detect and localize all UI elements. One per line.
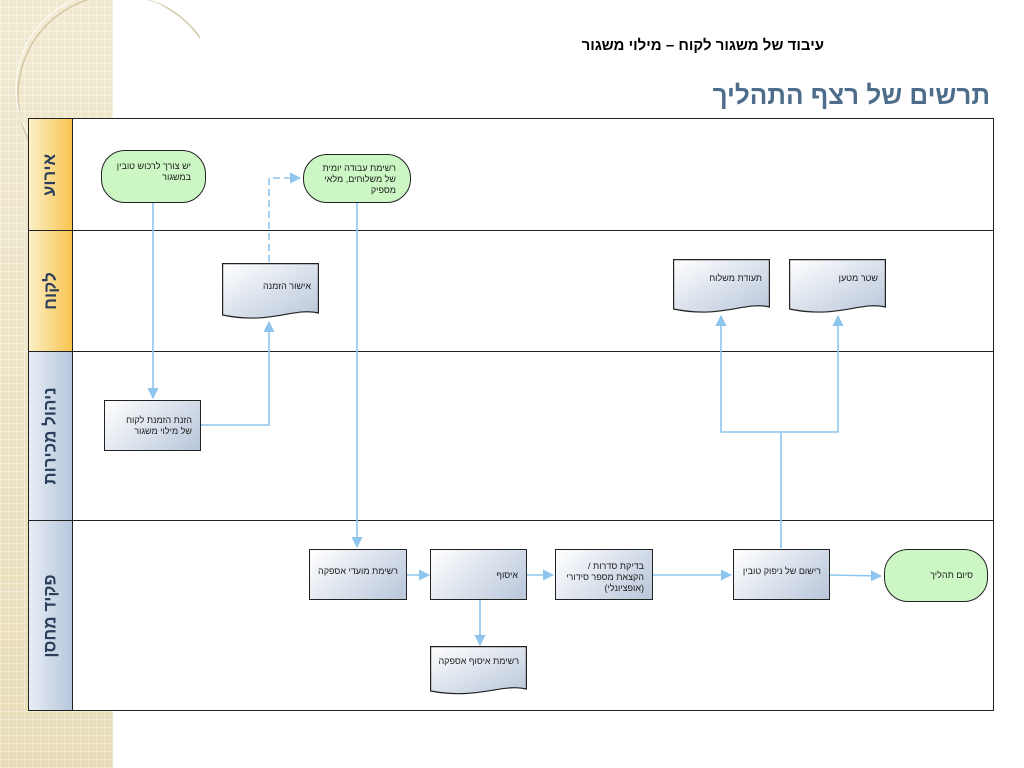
worklist-event-node: רשימת עבודה יומית של משלוחים, מלאי מספיק [303, 154, 411, 203]
node-label: רשימת מועדי אספקה [318, 566, 398, 576]
enter-order-process: הזנת הזמנת לקוח של מילוי משגור [104, 400, 201, 451]
post-goods-issue-process: רישום של ניפוק טובין [733, 549, 830, 600]
node-label: שטר מטען [838, 273, 878, 283]
node-label: רשימת עבודה יומית של משלוחים, מלאי מספיק [322, 163, 396, 195]
flow-arrow [715, 314, 782, 548]
lane-divider [28, 351, 994, 352]
order-confirmation-document: אישור הזמנה [222, 263, 319, 323]
check-batches-process: בדיקת סדרות / הקצאת מספר סידורי (אופציונ… [555, 549, 653, 600]
node-label: רישום של ניפוק טובין [742, 566, 821, 576]
flow-arrow [268, 172, 302, 262]
lane-divider [28, 520, 994, 521]
bill-of-lading-document: שטר מטען [789, 259, 886, 316]
flow-arrow [201, 320, 275, 426]
lane-label-sales: ניהול מכירות [29, 352, 72, 520]
node-label: איסוף [496, 570, 518, 580]
end-event-node: סיום תהליך [884, 549, 988, 602]
node-label: הזנת הזמנת לקוח של מילוי משגור [126, 415, 192, 436]
lane-label-divider [72, 118, 73, 711]
due-list-process: רשימת מועדי אספקה [309, 549, 407, 600]
flow-arrow [829, 570, 883, 582]
start-event-node: יש צורך לרכוש טובין במשגור [101, 150, 206, 203]
slide-title: תרשים של רצף התהליך [712, 80, 990, 110]
node-label: רשימת איסוף אספקה [438, 656, 519, 666]
lane-divider [28, 230, 994, 231]
flow-arrow [781, 314, 844, 433]
lane-label-event: אירוע [29, 119, 72, 230]
slide-subtitle: עיבוד של משגור לקוח – מילוי משגור [581, 37, 824, 54]
lane-label-customer: לקוח [29, 231, 72, 351]
delivery-note-document: תעודת משלוח [673, 259, 770, 316]
node-label: סיום תהליך [930, 570, 973, 580]
pick-list-document: רשימת איסוף אספקה [430, 646, 527, 698]
node-label: אישור הזמנה [262, 281, 311, 291]
picking-process: איסוף [430, 549, 527, 600]
lane-label-warehouse-clerk: פקיד מחסן [29, 521, 72, 710]
node-label: בדיקת סדרות / הקצאת מספר סידורי (אופציונ… [566, 561, 644, 593]
node-label: יש צורך לרכוש טובין במשגור [116, 161, 191, 182]
node-label: תעודת משלוח [709, 273, 762, 283]
